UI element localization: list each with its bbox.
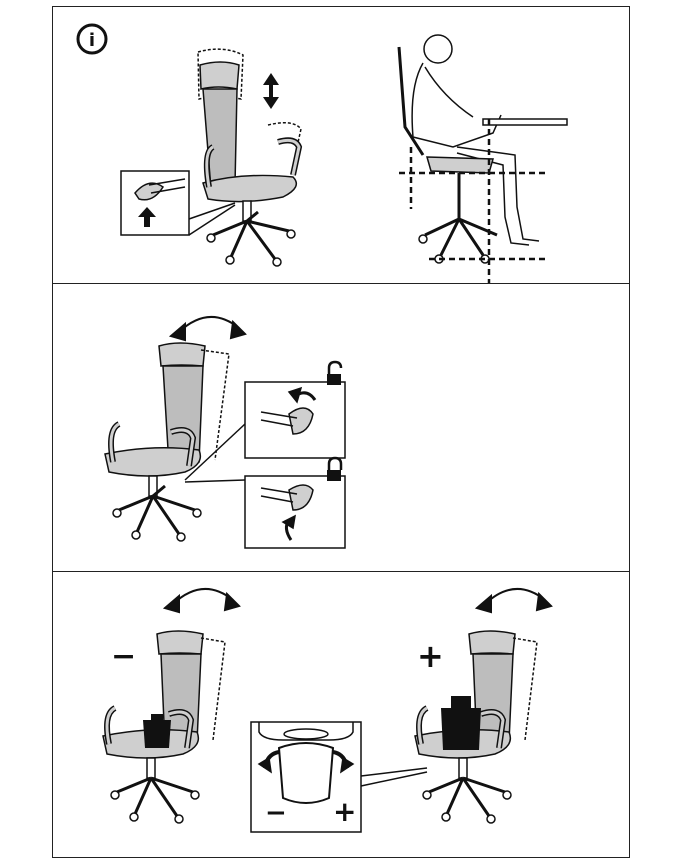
curved-double-arrow-icon	[168, 315, 247, 342]
panel-tilt-tension-drawing	[102, 587, 553, 833]
seated-person-illustration	[397, 34, 568, 264]
knob-plus-sign: +	[333, 795, 357, 828]
chair-tilt-illustration	[104, 342, 230, 542]
panel-tilt-tension: − + − +	[53, 572, 629, 859]
double-arrow-vertical-icon	[263, 73, 279, 109]
tension-increase-sign: +	[417, 637, 444, 675]
instruction-sheet: i	[52, 6, 630, 858]
panel-height-adjust: i	[53, 7, 629, 284]
chair-height-illustration	[197, 48, 303, 267]
panel-tilt-lock-drawing	[104, 315, 346, 549]
panel-tilt-lock	[53, 284, 629, 572]
lever-callout	[120, 170, 236, 236]
weight-heavy-icon	[441, 696, 481, 750]
tension-decrease-sign: −	[111, 639, 137, 674]
unlock-callout	[184, 381, 346, 481]
weight-light-icon	[143, 714, 171, 748]
knob-minus-sign: −	[265, 798, 287, 828]
curved-double-arrow-icon	[162, 587, 241, 614]
unlocked-padlock-icon	[327, 360, 343, 385]
curved-double-arrow-icon	[474, 587, 553, 614]
arrow-up-icon	[138, 207, 156, 227]
info-symbol: i	[89, 30, 95, 51]
locked-padlock-icon	[327, 456, 343, 481]
lock-callout	[184, 475, 346, 549]
info-circle-icon: i	[76, 23, 108, 55]
ergonomic-guide-lines	[399, 119, 547, 283]
panel-height-adjust-drawing: i	[76, 23, 568, 283]
tension-knob-callout	[250, 721, 428, 833]
